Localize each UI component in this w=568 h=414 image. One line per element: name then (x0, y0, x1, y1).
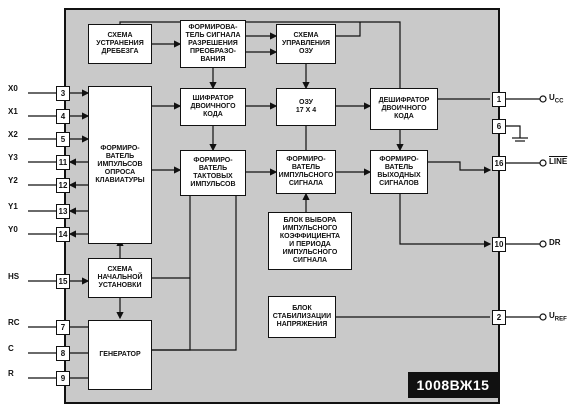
pin-label-r: R (8, 369, 14, 378)
pin-11: 11 (56, 155, 70, 170)
pin-5: 5 (56, 132, 70, 147)
chip-title: 1008ВЖ15 (408, 372, 498, 398)
pin-10: 10 (492, 237, 506, 252)
clock-pulse-generator-block: Формиро- ватель тактовых импульсов (180, 150, 246, 196)
binary-decoder-block: Дешифратор двоичного кода (370, 88, 438, 130)
pin-6: 6 (492, 119, 506, 134)
pin-label-uref: UREF (549, 311, 567, 323)
pin-7: 7 (56, 320, 70, 335)
pin-9: 9 (56, 371, 70, 386)
pin-label-dr: DR (549, 238, 561, 247)
pin-label-x0: X0 (8, 84, 18, 93)
pin-label-text: LINE (549, 157, 568, 166)
pin-label-text: U (549, 93, 555, 102)
pin-label-y0: Y0 (8, 225, 18, 234)
pin-label-text: U (549, 311, 555, 320)
pin-3: 3 (56, 86, 70, 101)
pulse-signal-generator-block: Формиро- ватель импульсного сигнала (276, 150, 336, 194)
keyboard-pulse-generator-block: Формиро- ватель импульсов опроса клавиат… (88, 86, 152, 244)
pin-2: 2 (492, 310, 506, 325)
pin-label-c: C (8, 344, 14, 353)
pin-label-y3: Y3 (8, 153, 18, 162)
pin-label-subscript: CC (554, 98, 564, 105)
ram-block: ОЗУ 17 x 4 (276, 88, 336, 126)
pin-label-rc: RC (8, 318, 20, 327)
pin-label-y2: Y2 (8, 176, 18, 185)
pin-label-text: DR (549, 238, 561, 247)
pin-1: 1 (492, 92, 506, 107)
pin-label-y1: Y1 (8, 202, 18, 211)
pin-label-x2: X2 (8, 130, 18, 139)
reset-circuit-block: Схема начальной установки (88, 258, 152, 298)
pin-label-ucc: UCC (549, 93, 563, 105)
pulse-ratio-selector-block: Блок выбора импульсного коэффициента и п… (268, 212, 352, 270)
pin-14: 14 (56, 227, 70, 242)
voltage-stabilizer-block: Блок стабилизации напряжения (268, 296, 336, 338)
pin-label-hs: HS (8, 272, 20, 281)
output-signal-generator-block: Формиро- ватель выходных сигналов (370, 150, 428, 194)
pin-8: 8 (56, 346, 70, 361)
pin-label-subscript: REF (554, 316, 567, 323)
debounce-circuit-block: Схема устранения дребезга (88, 24, 152, 64)
oscillator-block: Генератор (88, 320, 152, 390)
pin-4: 4 (56, 109, 70, 124)
pin-12: 12 (56, 178, 70, 193)
pin-16: 16 (492, 156, 506, 171)
pin-label-x1: X1 (8, 107, 18, 116)
pin-13: 13 (56, 204, 70, 219)
pin-label-line: LINE (549, 157, 567, 166)
enable-signal-generator-block: Формирова- тель сигнала разрешения преоб… (180, 20, 246, 68)
ram-control-block: Схема управления ОЗУ (276, 24, 336, 64)
pin-15: 15 (56, 274, 70, 289)
binary-encoder-block: Шифратор двоичного кода (180, 88, 246, 126)
